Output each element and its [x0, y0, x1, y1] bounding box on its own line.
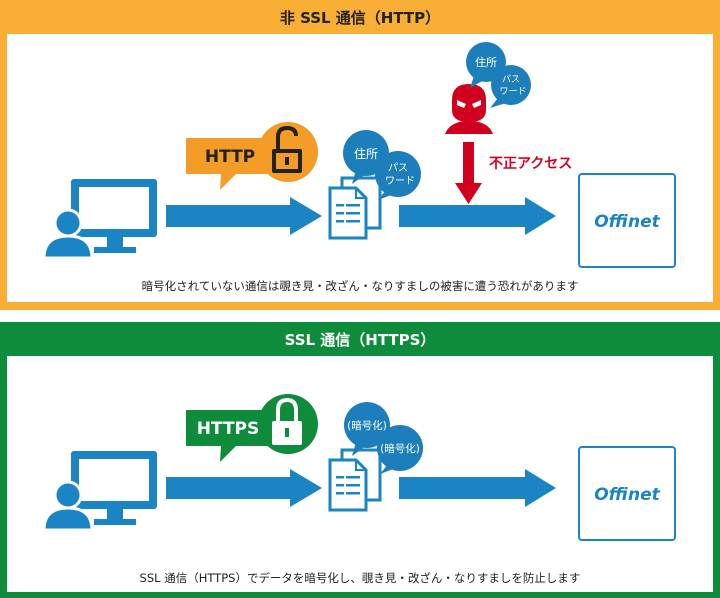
- attack-label: 不正アクセス: [489, 156, 572, 172]
- encrypted-bubble-1-text: (暗号化): [347, 419, 387, 432]
- document-icon: [328, 448, 382, 512]
- server-box: Offinet: [578, 173, 676, 268]
- transmit-arrow-1: [166, 469, 322, 507]
- transmit-arrow-1: [166, 197, 322, 235]
- server-logo-text: Offinet: [594, 212, 660, 232]
- https-caption: SSL 通信（HTTPS）でデータを暗号化し、覗き見・改ざん・なりすましを防止し…: [139, 571, 581, 585]
- attacker-icon: [445, 84, 493, 134]
- https-panel-title: SSL 通信（HTTPS）: [284, 330, 436, 349]
- bubble-password-text-1: パス: [388, 162, 408, 174]
- server-box: Offinet: [578, 446, 676, 541]
- bubble-password-text-2: ワード: [385, 176, 415, 187]
- transmit-arrow-2: [399, 197, 556, 235]
- unlocked-padlock-icon: [258, 122, 318, 182]
- encrypted-bubble-1: (暗号化): [344, 402, 390, 456]
- data-bubble-password: パス ワード: [375, 151, 421, 200]
- encrypted-bubble-2: (暗号化): [377, 425, 423, 474]
- locked-padlock-icon: [258, 394, 318, 454]
- stolen-bubble-password-text-2: ワード: [499, 87, 526, 97]
- transmit-arrow-2: [399, 469, 556, 507]
- http-panel: 非 SSL 通信（HTTP） HTTP: [0, 0, 720, 310]
- document-icon: [328, 176, 382, 240]
- http-diagram: HTTP: [42, 42, 676, 268]
- https-label-bubble: HTTPS: [186, 410, 282, 462]
- http-caption: 暗号化されていない通信は覗き見・改ざん・なりすましの被害に遭う恐れがあります: [141, 279, 579, 293]
- https-diagram: HTTPS (暗: [42, 394, 676, 541]
- encrypted-bubble-2-text: (暗号化): [380, 442, 420, 455]
- http-label-bubble: HTTP: [186, 138, 282, 190]
- http-label-text: HTTP: [205, 147, 255, 167]
- computer-icon: [42, 179, 157, 260]
- bubble-address-text: 住所: [354, 147, 378, 161]
- server-logo-text: Offinet: [594, 485, 660, 505]
- http-panel-title: 非 SSL 通信（HTTP）: [279, 8, 441, 27]
- stolen-bubble-address-text: 住所: [475, 55, 497, 69]
- stolen-bubble-password-text-1: パス: [502, 74, 520, 85]
- attack-arrow: [455, 142, 482, 204]
- stolen-bubble-password: パス ワード: [490, 65, 531, 108]
- computer-icon: [42, 451, 157, 532]
- https-label-text: HTTPS: [197, 419, 260, 439]
- https-panel: SSL 通信（HTTPS） HTTPS: [0, 322, 720, 598]
